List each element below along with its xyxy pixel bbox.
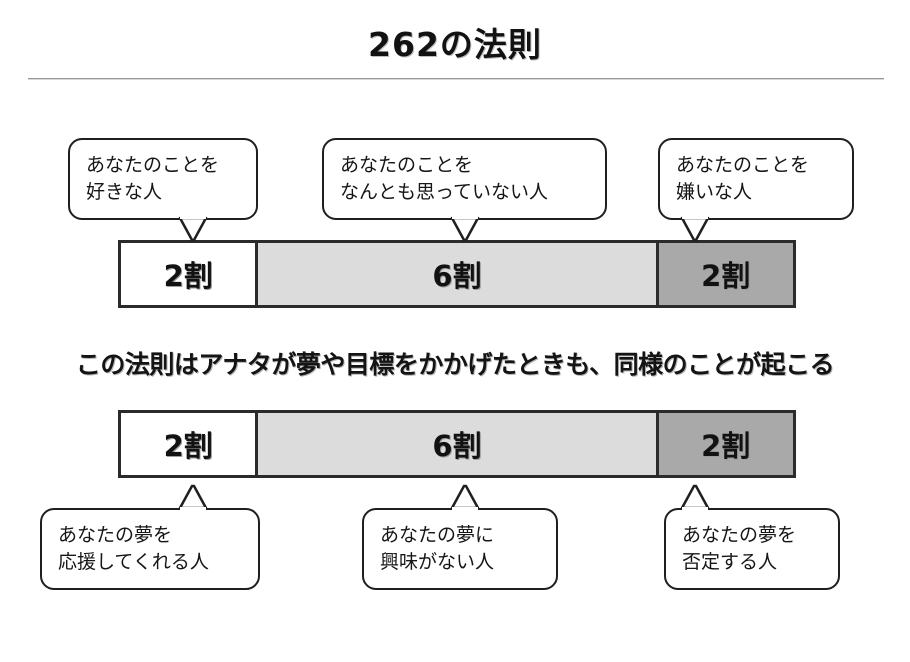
bar-segment-liked: 2割 <box>121 243 256 305</box>
bar-segment-supporters: 2割 <box>121 413 256 475</box>
bubble-liked: あなたのことを 好きな人 <box>68 138 258 220</box>
proportion-bar-bottom: 2割 6割 2割 <box>118 410 796 478</box>
page-title: 262の法則 <box>368 25 542 64</box>
bubble-supporters: あなたの夢を 応援してくれる人 <box>40 508 260 590</box>
bubble-tail-down-icon <box>680 216 710 242</box>
bar-segment-deniers: 2割 <box>658 413 793 475</box>
bubble-indifferent: あなたの夢に 興味がない人 <box>362 508 558 590</box>
bubble-tail-down-icon <box>450 216 480 242</box>
bar-segment-indifferent: 6割 <box>255 413 659 475</box>
bar-segment-disliked: 2割 <box>658 243 793 305</box>
bubble-tail-up-icon <box>178 484 208 510</box>
proportion-bar-top: 2割 6割 2割 <box>118 240 796 308</box>
bubble-tail-up-icon <box>680 484 710 510</box>
bar-segment-neutral: 6割 <box>255 243 659 305</box>
bubble-neutral: あなたのことを なんとも思っていない人 <box>322 138 607 220</box>
title-divider <box>28 78 884 80</box>
bubble-tail-down-icon <box>178 216 208 242</box>
bubble-tail-up-icon <box>450 484 480 510</box>
bubble-deniers: あなたの夢を 否定する人 <box>664 508 840 590</box>
middle-statement: この法則はアナタが夢や目標をかかげたときも、同様のことが起こる <box>75 350 835 379</box>
bubble-disliked: あなたのことを 嫌いな人 <box>658 138 854 220</box>
